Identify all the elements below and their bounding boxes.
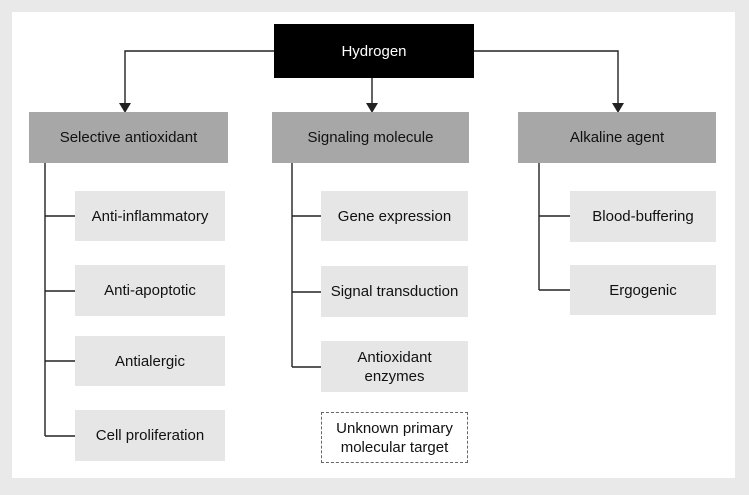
leaf-ergogenic: Ergogenic — [570, 265, 716, 315]
leaf-anti-apoptotic: Anti-apoptotic — [75, 265, 225, 316]
root-node-hydrogen: Hydrogen — [274, 24, 474, 78]
leaf-gene-expression: Gene expression — [321, 191, 468, 241]
arrowhead-left — [119, 103, 131, 113]
leaf-label: Anti-apoptotic — [104, 282, 196, 299]
leaf-label: Signal transduction — [330, 283, 459, 300]
diagram-frame — [12, 12, 735, 478]
leaf-signal-transduction: Signal transduction — [321, 266, 468, 317]
arrowhead-center — [366, 103, 378, 113]
arrowhead-right — [612, 103, 624, 113]
connector-root-right — [474, 50, 619, 104]
category-alkaline-agent: Alkaline agent — [518, 112, 716, 163]
connector-root-left — [124, 50, 274, 104]
leaf-label: Cell proliferation — [95, 427, 205, 444]
leaf-label: Ergogenic — [609, 281, 677, 299]
leaf-label: Antioxidant enzymes — [357, 348, 432, 385]
unknown-target-box: Unknown primary molecular target — [321, 412, 468, 463]
leaf-anti-inflammatory: Anti-inflammatory — [75, 191, 225, 241]
leaf-antioxidant-enzymes: Antioxidant enzymes — [321, 341, 468, 392]
leaf-label: Blood-buffering — [592, 208, 694, 225]
leaf-label: Antialergic — [114, 352, 186, 370]
category-selective-antioxidant: Selective antioxidant — [29, 112, 228, 163]
category-label: Alkaline agent — [569, 129, 665, 146]
category-label: Selective antioxidant — [59, 129, 198, 146]
category-signaling-molecule: Signaling molecule — [272, 112, 469, 163]
leaf-cell-proliferation: Cell proliferation — [75, 410, 225, 461]
leaf-blood-buffering: Blood-buffering — [570, 191, 716, 242]
root-label: Hydrogen — [341, 42, 407, 60]
unknown-target-label: Unknown primary molecular target — [336, 419, 453, 456]
leaf-label: Anti-inflammatory — [91, 207, 209, 225]
category-label: Signaling molecule — [307, 129, 434, 146]
leaf-label: Gene expression — [337, 207, 452, 225]
leaf-antialergic: Antialergic — [75, 336, 225, 386]
